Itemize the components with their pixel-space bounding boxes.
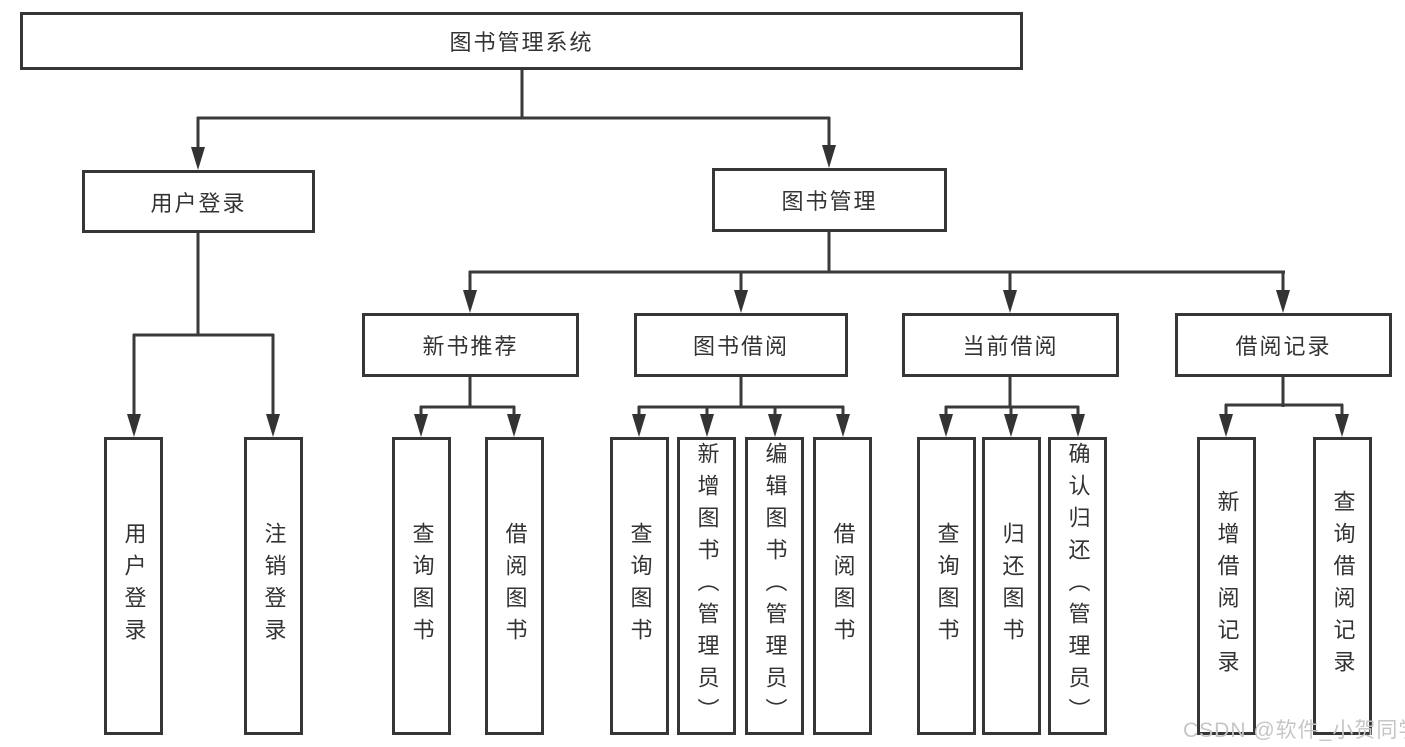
node-label: 当前借阅 [962, 334, 1059, 359]
node-library-management-system: 图书管理系统 [20, 12, 1023, 70]
node-book-borrowing: 图书借阅 [634, 313, 848, 377]
node-label: 图书管理系统 [449, 30, 594, 55]
leaf-label: 注销登录 [261, 522, 287, 650]
edge-login-to-leaves [127, 233, 280, 437]
edge-mgmt-to-level3 [463, 232, 1290, 313]
leaf-label: 查询借阅记录 [1330, 490, 1356, 682]
node-current-borrowing: 当前借阅 [902, 313, 1119, 377]
leaf-records-query-record: 查询借阅记录 [1313, 437, 1372, 735]
edge-current-to-leaves [939, 377, 1085, 437]
leaf-current-confirm-return-admin: 确认归还（管理员） [1048, 437, 1107, 735]
node-borrowing-records: 借阅记录 [1175, 313, 1392, 377]
leaf-records-add-record: 新增借阅记录 [1197, 437, 1256, 735]
leaf-borrowing-edit-book-admin: 编辑图书（管理员） [745, 437, 804, 735]
leaf-borrowing-borrow-book: 借阅图书 [813, 437, 872, 735]
csdn-watermark: CSDN @软件_小贺同学 [1183, 719, 1405, 742]
leaf-borrowing-add-book-admin: 新增图书（管理员） [677, 437, 736, 735]
node-label: 图书管理 [781, 189, 878, 214]
edge-recommend-to-leaves [414, 377, 521, 437]
node-label: 用户登录 [150, 190, 247, 216]
leaf-label: 用户登录 [121, 522, 147, 650]
leaf-borrowing-query-book: 查询图书 [610, 437, 669, 735]
leaf-label: 查询图书 [627, 522, 653, 650]
leaf-recommend-borrow-book: 借阅图书 [485, 437, 544, 735]
leaf-current-query-book: 查询图书 [917, 437, 976, 735]
leaf-label: 查询图书 [934, 522, 960, 650]
node-book-management: 图书管理 [712, 168, 947, 232]
leaf-user-login: 用户登录 [104, 437, 163, 735]
node-label: 新书推荐 [422, 334, 519, 359]
leaf-label: 归还图书 [999, 522, 1025, 650]
edge-records-to-leaves [1219, 377, 1349, 437]
leaf-label: 确认归还（管理员） [1065, 442, 1091, 730]
leaf-recommend-query-book: 查询图书 [392, 437, 451, 735]
node-label: 借阅记录 [1235, 334, 1332, 359]
leaf-label: 新增图书（管理员） [694, 442, 720, 730]
edge-root-to-level2 [191, 70, 836, 170]
leaf-label: 编辑图书（管理员） [762, 442, 788, 730]
node-user-login: 用户登录 [82, 170, 315, 233]
leaf-label: 查询图书 [409, 522, 435, 650]
leaf-label: 借阅图书 [830, 522, 856, 650]
node-new-book-recommend: 新书推荐 [362, 313, 579, 377]
edge-borrowing-to-leaves [632, 377, 850, 437]
leaf-label: 借阅图书 [502, 522, 528, 650]
node-label: 图书借阅 [692, 334, 789, 359]
leaf-current-return-book: 归还图书 [982, 437, 1041, 735]
leaf-logout: 注销登录 [244, 437, 303, 735]
leaf-label: 新增借阅记录 [1214, 490, 1240, 682]
